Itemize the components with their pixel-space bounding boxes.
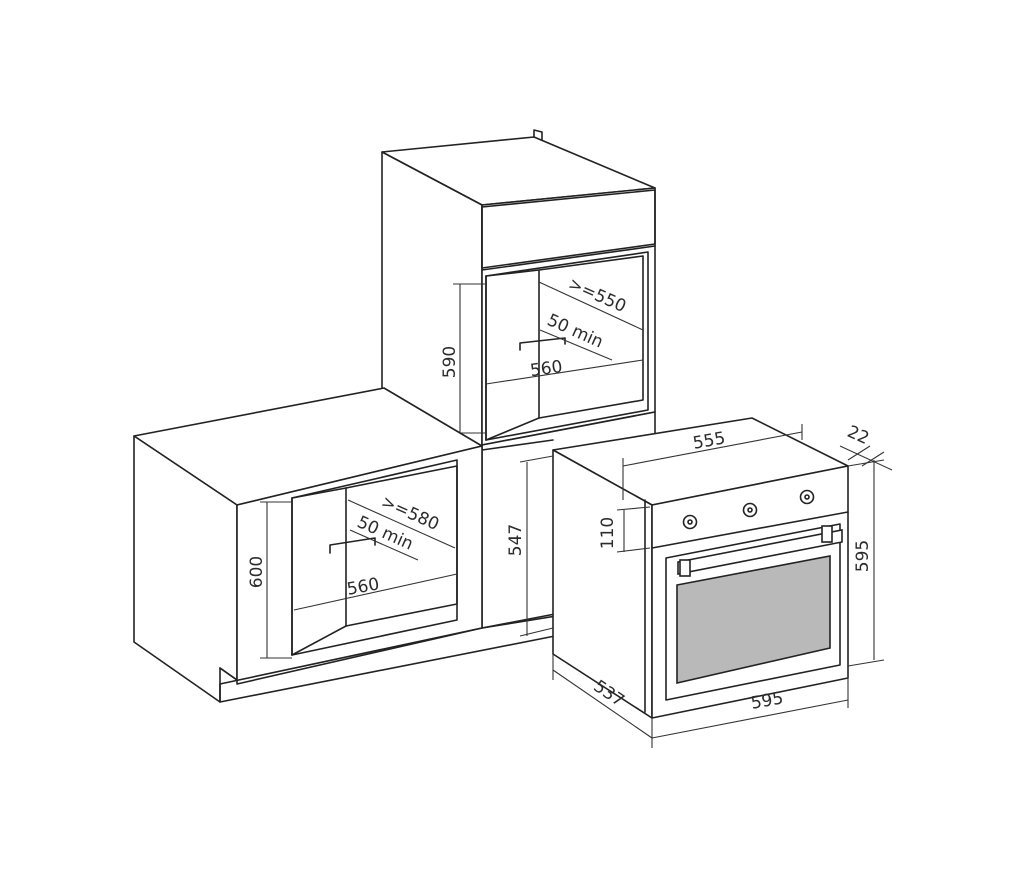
dim-560-col-line xyxy=(485,359,644,385)
oven-knob-left-center xyxy=(687,519,693,525)
dim-595v-ext-top xyxy=(847,459,885,467)
dim-537-line xyxy=(552,669,653,739)
dim-oven-front-height: 595 xyxy=(853,540,873,572)
dim-column-height: 590 xyxy=(440,346,460,378)
dim-110-ext-bottom xyxy=(616,547,651,553)
dim-595h-line xyxy=(651,699,849,739)
oven-door-glass xyxy=(676,555,831,685)
dim-22-tick-b xyxy=(861,451,885,467)
column-top-lip xyxy=(533,129,543,141)
base-niche-edge-bl xyxy=(291,625,347,656)
oven-handle-bracket-right xyxy=(821,525,833,543)
column-niche-edge-tl xyxy=(485,269,540,277)
dim-595v-ext-bottom xyxy=(847,659,885,667)
dim-110-ext-top xyxy=(616,506,651,511)
dim-column-width: 560 xyxy=(529,357,564,381)
dim-oven-front-width: 595 xyxy=(749,688,784,713)
dim-22-tick-a xyxy=(847,445,871,461)
dim-560-base-line xyxy=(293,573,458,611)
dim-base-height: 600 xyxy=(247,556,267,588)
dim-50min-col-line xyxy=(539,329,613,361)
oven-door-handle xyxy=(677,529,843,575)
dim-22-line xyxy=(839,445,893,471)
oven-control-panel-line xyxy=(651,511,849,549)
dim-580-line xyxy=(347,499,456,549)
dim-oven-body-height: 547 xyxy=(506,524,526,556)
base-niche-back xyxy=(345,465,458,627)
column-niche-back xyxy=(538,255,644,419)
base-plinth-notch xyxy=(219,667,238,681)
column-niche-edge-bl xyxy=(485,417,540,441)
column-upper-panel-edge xyxy=(481,245,656,271)
dim-oven-control-height: 110 xyxy=(598,517,618,549)
oven-knob-right-center xyxy=(804,494,810,500)
oven xyxy=(552,417,849,719)
dim-547-ext-bottom xyxy=(519,627,554,637)
oven-knob-middle-center xyxy=(747,507,753,513)
base-cabinet xyxy=(133,387,556,703)
base-niche-edge-tl xyxy=(291,487,347,499)
dim-550-line xyxy=(538,281,644,331)
dim-555-line xyxy=(622,431,803,467)
dim-oven-panel-thickness: 22 xyxy=(844,422,872,449)
column-lower-top-edge xyxy=(481,439,554,451)
oven-handle-bracket-left xyxy=(679,559,691,577)
dim-50min-base-line xyxy=(349,529,419,561)
dim-547-ext-top xyxy=(519,455,554,463)
column-upper-panel xyxy=(481,189,656,269)
oven-door-frame xyxy=(665,523,841,701)
